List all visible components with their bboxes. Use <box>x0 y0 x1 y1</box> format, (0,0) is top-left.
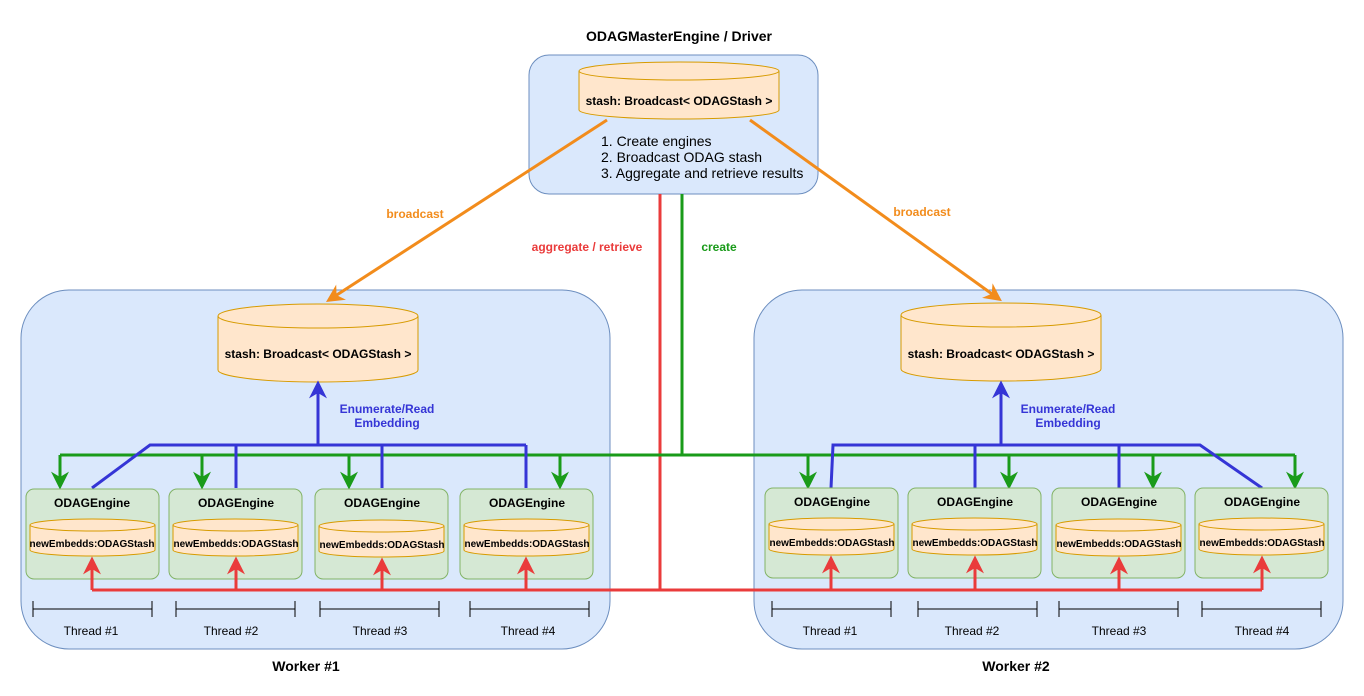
worker-2-title: Worker #2 <box>982 658 1050 674</box>
worker-1-engine-3: ODAGEngine newEmbedds:ODAGStash <box>314 488 449 580</box>
worker-1-enumerate-label-line1: Enumerate/Read <box>340 402 435 416</box>
create-label: create <box>701 240 737 254</box>
worker-1-thread-2-label: Thread #2 <box>204 624 259 638</box>
engine-store-db <box>1055 518 1182 557</box>
engine-store-db <box>29 518 156 557</box>
worker-1-enumerate-edges <box>91 380 528 490</box>
engine-title: ODAGEngine <box>54 496 130 510</box>
broadcast-label-right: broadcast <box>893 205 950 219</box>
worker-1-title: Worker #1 <box>272 658 340 674</box>
engine-store-label: newEmbedds:ODAGStash <box>29 539 154 550</box>
worker-2-thread-2-label: Thread #2 <box>945 624 1000 638</box>
engine-title: ODAGEngine <box>937 495 1013 509</box>
worker-2-engine-2: ODAGEngine newEmbedds:ODAGStash <box>907 487 1042 579</box>
master-step-3: 3. Aggregate and retrieve results <box>601 165 803 181</box>
engine-store-label: newEmbedds:ODAGStash <box>1056 539 1181 550</box>
worker-1-thread-3-label: Thread #3 <box>353 624 408 638</box>
engine-store-label: newEmbedds:ODAGStash <box>912 538 1037 549</box>
engine-store-label: newEmbedds:ODAGStash <box>1199 538 1324 549</box>
worker-2-thread-4-label: Thread #4 <box>1235 624 1290 638</box>
engine-store-label: newEmbedds:ODAGStash <box>464 539 589 550</box>
engine-store-label: newEmbedds:ODAGStash <box>173 539 298 550</box>
aggregate-label: aggregate / retrieve <box>532 240 643 254</box>
aggregate-arrows <box>83 555 1271 590</box>
worker-2-enumerate-edges <box>829 380 1263 490</box>
worker-1-thread-1-label: Thread #1 <box>64 624 119 638</box>
worker-2-engine-3: ODAGEngine newEmbedds:ODAGStash <box>1051 487 1186 579</box>
worker-2-enumerate-label-line2: Embedding <box>1035 416 1100 430</box>
worker-2-stash-db <box>900 302 1102 382</box>
master-stash-label: stash: Broadcast< ODAGStash > <box>586 94 773 108</box>
broadcast-edge-left <box>325 118 608 302</box>
worker-1-stash-label: stash: Broadcast< ODAGStash > <box>225 347 412 361</box>
engine-title: ODAGEngine <box>489 496 565 510</box>
engine-title: ODAGEngine <box>344 496 420 510</box>
engine-title: ODAGEngine <box>1081 495 1157 509</box>
engine-store-db <box>172 518 299 557</box>
engine-title: ODAGEngine <box>1224 495 1300 509</box>
engine-store-db <box>768 517 895 556</box>
engine-store-db <box>463 518 590 557</box>
worker-2-stash-label: stash: Broadcast< ODAGStash > <box>908 347 1095 361</box>
worker-2-thread-1-label: Thread #1 <box>803 624 858 638</box>
master-step-2: 2. Broadcast ODAG stash <box>601 149 762 165</box>
worker-2-enumerate-label-line1: Enumerate/Read <box>1021 402 1116 416</box>
worker-2-thread-3-label: Thread #3 <box>1092 624 1147 638</box>
broadcast-edge-right <box>749 118 1002 302</box>
worker-1-engine-2: ODAGEngine newEmbedds:ODAGStash <box>168 488 303 580</box>
worker-2-engine-4: ODAGEngine newEmbedds:ODAGStash <box>1194 487 1329 579</box>
master-step-1: 1. Create engines <box>601 133 712 149</box>
engine-store-label: newEmbedds:ODAGStash <box>769 538 894 549</box>
engine-store-db <box>911 517 1038 556</box>
engine-title: ODAGEngine <box>198 496 274 510</box>
worker-2-engine-1: ODAGEngine newEmbedds:ODAGStash <box>764 487 899 579</box>
worker-1-engine-1: ODAGEngine newEmbedds:ODAGStash <box>25 488 160 580</box>
worker-1-enumerate-label-line2: Embedding <box>354 416 419 430</box>
master-stash-db <box>578 61 780 120</box>
worker-2-thread-rulers <box>771 601 1322 617</box>
worker-1-stash-db <box>217 303 419 383</box>
engine-store-db <box>1198 517 1325 556</box>
engine-store-db <box>318 519 445 558</box>
engine-store-label: newEmbedds:ODAGStash <box>319 540 444 551</box>
broadcast-label-left: broadcast <box>386 207 443 221</box>
worker-1-thread-4-label: Thread #4 <box>501 624 556 638</box>
engine-title: ODAGEngine <box>794 495 870 509</box>
worker-1-thread-rulers <box>32 601 590 617</box>
worker-1-engine-4: ODAGEngine newEmbedds:ODAGStash <box>459 488 594 580</box>
master-title: ODAGMasterEngine / Driver <box>586 28 772 44</box>
create-arrows <box>51 455 1304 490</box>
